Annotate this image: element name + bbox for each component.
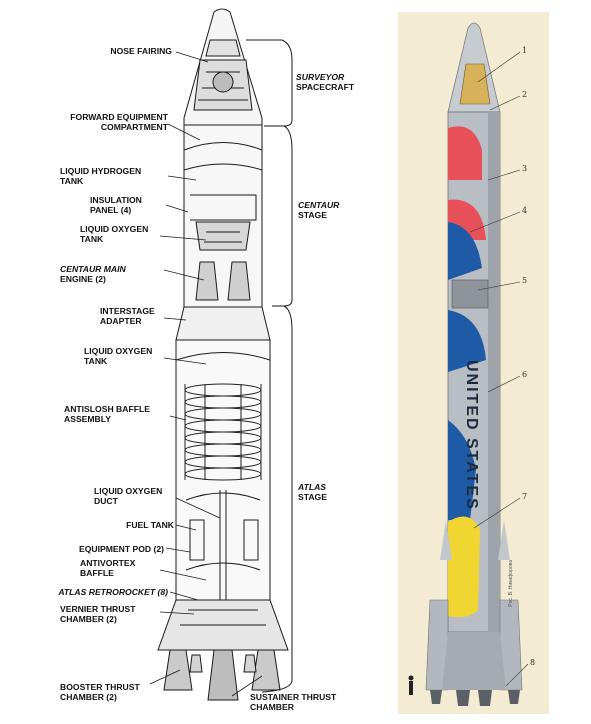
callout-number-3: 3 — [522, 164, 528, 173]
callout-number-4: 4 — [522, 206, 528, 215]
label-fuel-tank: FUEL TANK — [126, 520, 174, 530]
united-states-lettering: UNITED STATES — [463, 360, 480, 511]
label-nose-fairing: NOSE FAIRING — [110, 46, 172, 56]
illustrator-credit: Рис. В. Никифорова — [508, 560, 514, 607]
callout-number-1: 1 — [522, 46, 528, 55]
label-atlas-retrorocket: ATLAS RETROROCKET (8) — [58, 587, 168, 597]
callout-number-2: 2 — [522, 90, 528, 99]
callout-number-6: 6 — [522, 370, 528, 379]
callout-number-8: 8 — [530, 658, 536, 667]
callout-number-5: 5 — [522, 276, 528, 285]
callout-number-7: 7 — [522, 492, 528, 501]
label-equipment-pod: EQUIPMENT POD (2) — [79, 544, 164, 554]
